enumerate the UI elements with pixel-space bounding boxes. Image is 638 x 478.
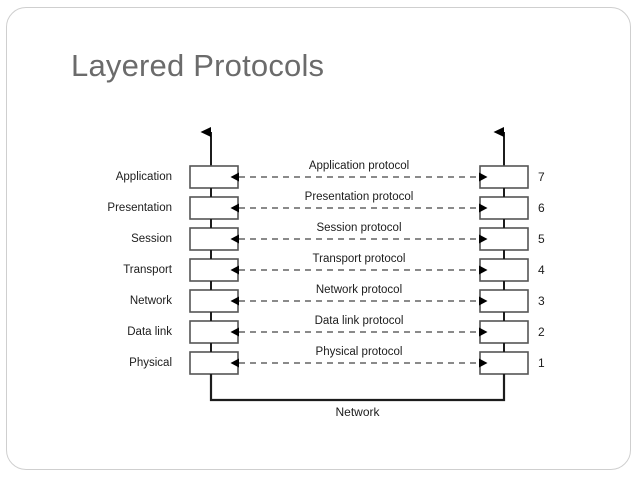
layer-number-7: 7	[538, 170, 545, 184]
left-layer-box-session	[189, 227, 239, 251]
page-title: Layered Protocols	[71, 48, 325, 83]
protocol-label-physical: Physical protocol	[315, 346, 403, 358]
network-link-label: Network	[335, 405, 380, 419]
right-layer-box-physical	[479, 351, 529, 375]
protocol-label-session: Session protocol	[316, 222, 402, 234]
protocol-label-datalink: Data link protocol	[314, 315, 404, 327]
layer-label-presentation: Presentation	[107, 202, 172, 214]
network-bracket	[209, 374, 506, 402]
layer-label-datalink: Data link	[127, 326, 172, 338]
layer-label-transport: Transport	[123, 264, 172, 276]
left-layer-box-physical	[189, 351, 239, 375]
layer-number-5: 5	[538, 232, 545, 246]
protocol-label-network: Network protocol	[315, 284, 403, 296]
right-layer-box-transport	[479, 258, 529, 282]
layer-label-network: Network	[129, 295, 172, 307]
left-layer-box-network	[189, 289, 239, 313]
left-layer-box-presentation	[189, 196, 239, 220]
right-layer-box-session	[479, 227, 529, 251]
layer-number-6: 6	[538, 201, 545, 215]
right-layer-box-presentation	[479, 196, 529, 220]
right-layer-box-network	[479, 289, 529, 313]
protocol-label-application: Application protocol	[308, 160, 410, 172]
left-layer-box-application	[189, 165, 239, 189]
layer-number-2: 2	[538, 325, 545, 339]
left-layer-box-datalink	[189, 320, 239, 344]
layer-number-4: 4	[538, 263, 545, 277]
layer-number-3: 3	[538, 294, 545, 308]
layer-label-application: Application	[115, 171, 172, 183]
layer-number-1: 1	[538, 356, 545, 370]
protocol-label-transport: Transport protocol	[312, 253, 406, 265]
layer-label-physical: Physical	[129, 357, 172, 369]
right-layer-box-application	[479, 165, 529, 189]
right-layer-box-datalink	[479, 320, 529, 344]
protocol-label-presentation: Presentation protocol	[304, 191, 414, 203]
layer-label-session: Session	[131, 233, 172, 245]
left-layer-box-transport	[189, 258, 239, 282]
